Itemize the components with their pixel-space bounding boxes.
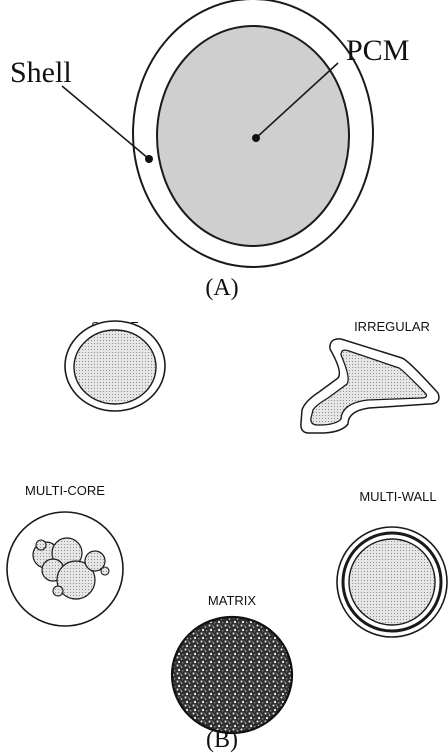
multi-core-label: MULTI-CORE [25, 483, 105, 498]
pcm-label: PCM [346, 34, 409, 67]
multi-core-capsule [7, 512, 123, 626]
irregular-label: IRREGULAR [354, 319, 430, 334]
panel-a: Shell PCM (A) [10, 0, 409, 301]
panel-a-caption: (A) [205, 275, 238, 301]
multi-wall-capsule [337, 527, 447, 637]
panel-b-caption: (B) [206, 727, 238, 753]
simple-core [74, 330, 156, 404]
core-droplet [53, 586, 63, 596]
core-droplet [36, 540, 46, 550]
shell-label: Shell [10, 56, 72, 89]
multi-wall-core [349, 539, 435, 625]
matrix-capsule [172, 617, 292, 733]
core-droplet [101, 567, 109, 575]
panel-b: SIMPLE IRREGULAR MULTI-CORE MULTI-WALL [7, 319, 447, 753]
matrix-label: MATRIX [208, 593, 256, 608]
multi-wall-label: MULTI-WALL [359, 489, 436, 504]
shell-pointer-dot [145, 155, 153, 163]
pcm-pointer-dot [252, 134, 260, 142]
irregular-capsule [301, 339, 439, 433]
simple-capsule [65, 321, 165, 411]
